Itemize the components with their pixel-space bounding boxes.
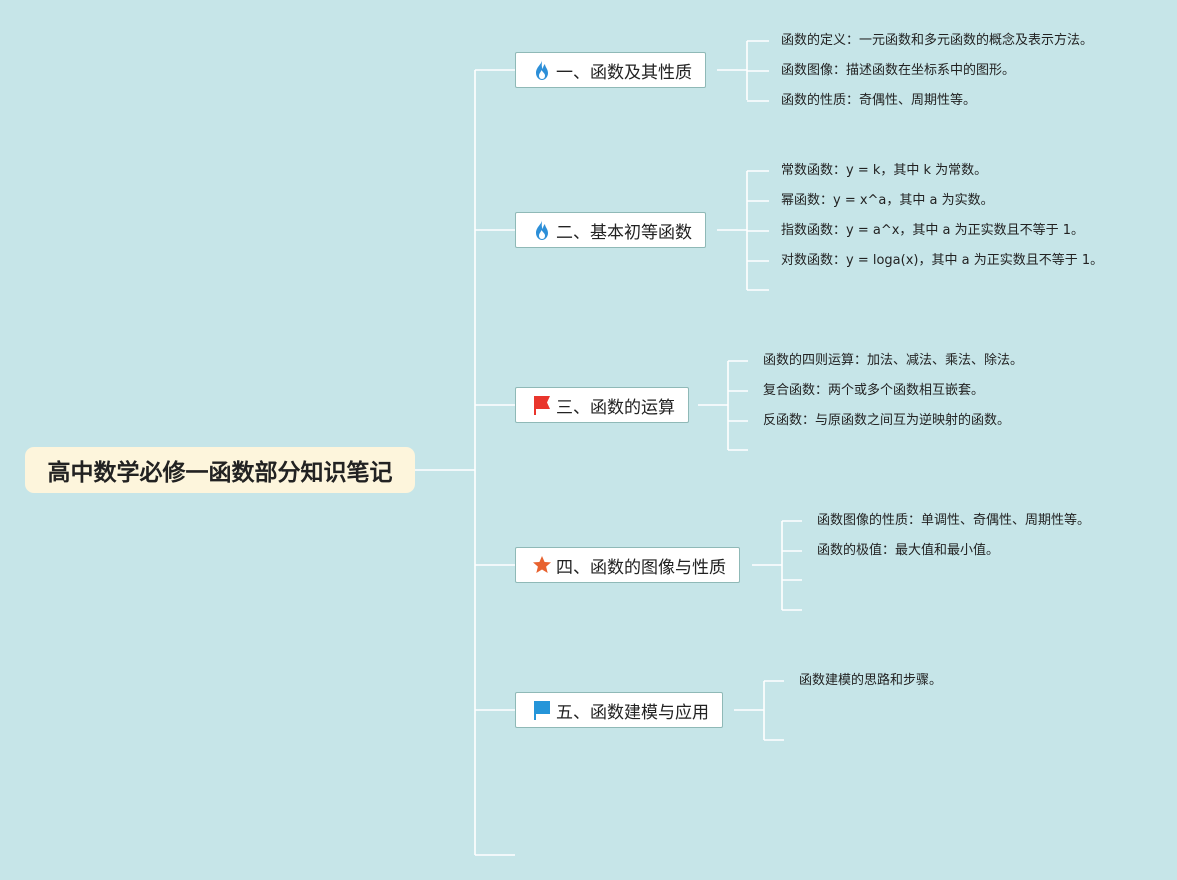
topic-label: 二、基本初等函数: [556, 222, 692, 243]
subtopic-text: 函数的四则运算：加法、减法、乘法、除法。: [763, 353, 1024, 368]
subtopic-power-function[interactable]: 幂函数：y = x^a，其中 a 为实数。: [781, 191, 994, 211]
subtopic-composite-function[interactable]: 复合函数：两个或多个函数相互嵌套。: [763, 381, 984, 401]
topic-label: 一、函数及其性质: [556, 62, 692, 83]
subtopic-text: 函数的定义：一元函数和多元函数的概念及表示方法。: [781, 33, 1094, 48]
blue-flag-icon: [532, 699, 552, 721]
topic-modeling-applications[interactable]: 五、函数建模与应用: [515, 692, 723, 728]
subtopic-logarithmic-function[interactable]: 对数函数：y = loga(x)，其中 a 为正实数且不等于 1。: [781, 251, 1103, 271]
topic-functions-properties[interactable]: 一、函数及其性质: [515, 52, 706, 88]
subtopic-graph-properties[interactable]: 函数图像的性质：单调性、奇偶性、周期性等。: [817, 511, 1090, 531]
star-icon: [532, 554, 552, 576]
fire-icon: [532, 59, 552, 81]
subtopic-function-properties[interactable]: 函数的性质：奇偶性、周期性等。: [781, 91, 976, 111]
topic-label: 四、函数的图像与性质: [556, 557, 726, 578]
topic-label: 五、函数建模与应用: [556, 702, 709, 723]
topic-graphs-properties[interactable]: 四、函数的图像与性质: [515, 547, 740, 583]
subtopic-text: 幂函数：y = x^a，其中 a 为实数。: [781, 193, 994, 208]
subtopic-text: 常数函数：y = k，其中 k 为常数。: [781, 163, 988, 178]
subtopic-text: 函数的性质：奇偶性、周期性等。: [781, 93, 977, 108]
subtopic-exponential-function[interactable]: 指数函数：y = a^x，其中 a 为正实数且不等于 1。: [781, 221, 1084, 241]
root-topic-title: 高中数学必修一函数部分知识笔记: [47, 460, 393, 486]
subtopic-extreme-values[interactable]: 函数的极值：最大值和最小值。: [817, 541, 999, 561]
subtopic-text: 复合函数：两个或多个函数相互嵌套。: [763, 383, 985, 398]
subtopic-modeling-steps[interactable]: 函数建模的思路和步骤。: [799, 671, 942, 691]
subtopic-inverse-function[interactable]: 反函数：与原函数之间互为逆映射的函数。: [763, 411, 1010, 431]
subtopic-arithmetic-operations[interactable]: 函数的四则运算：加法、减法、乘法、除法。: [763, 351, 1023, 371]
topic-function-operations[interactable]: 三、函数的运算: [515, 387, 689, 423]
subtopic-text: 对数函数：y = loga(x)，其中 a 为正实数且不等于 1。: [781, 253, 1104, 268]
subtopic-text: 函数图像的性质：单调性、奇偶性、周期性等。: [817, 513, 1091, 528]
subtopic-text: 反函数：与原函数之间互为逆映射的函数。: [763, 413, 1011, 428]
topic-elementary-functions[interactable]: 二、基本初等函数: [515, 212, 706, 248]
topic-label: 三、函数的运算: [556, 397, 675, 418]
subtopic-function-definition[interactable]: 函数的定义：一元函数和多元函数的概念及表示方法。: [781, 31, 1093, 51]
subtopic-function-graph[interactable]: 函数图像：描述函数在坐标系中的图形。: [781, 61, 1015, 81]
subtopic-constant-function[interactable]: 常数函数：y = k，其中 k 为常数。: [781, 161, 987, 181]
subtopic-text: 函数建模的思路和步骤。: [799, 673, 943, 688]
subtopic-text: 函数的极值：最大值和最小值。: [817, 543, 1000, 558]
red-flag-icon: [532, 394, 552, 416]
root-topic[interactable]: 高中数学必修一函数部分知识笔记: [25, 447, 415, 493]
fire-icon: [532, 219, 552, 241]
subtopic-text: 函数图像：描述函数在坐标系中的图形。: [781, 63, 1016, 78]
subtopic-text: 指数函数：y = a^x，其中 a 为正实数且不等于 1。: [781, 223, 1085, 238]
